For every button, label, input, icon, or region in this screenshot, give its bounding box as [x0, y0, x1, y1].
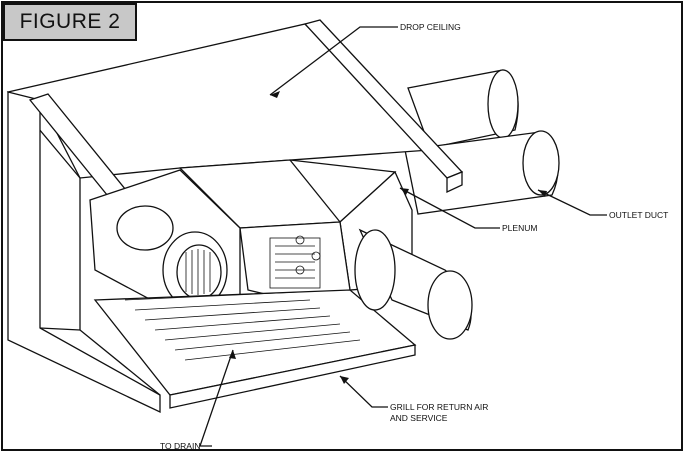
label-outlet-duct: OUTLET DUCT [609, 210, 668, 220]
duct-connector [354, 228, 473, 340]
label-plenum: PLENUM [502, 223, 537, 233]
label-grill-line1: GRILL FOR RETURN AIR [390, 402, 488, 412]
coil-assembly [239, 221, 351, 301]
label-drop-ceiling: DROP CEILING [400, 22, 461, 32]
leader-arrowheads [229, 91, 547, 384]
label-to-drain: TO DRAIN [160, 441, 200, 451]
outlet-duct-upper [407, 69, 519, 149]
figure-label: FIGURE 2 [3, 3, 137, 41]
drop-ceiling-panel [6, 23, 432, 179]
label-grill-line2: AND SERVICE [390, 413, 448, 423]
blower-fan [89, 169, 241, 311]
return-air-grill [93, 289, 417, 409]
leader-lines [199, 26, 607, 447]
ceiling-beam-right [303, 19, 464, 194]
